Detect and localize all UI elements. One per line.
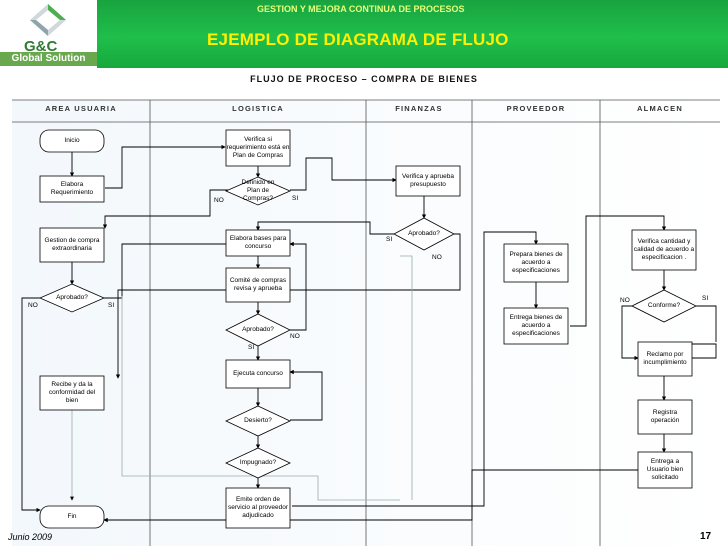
label-si: SI [702,295,709,302]
node-verifica-presupuesto: Verifica y aprueba presupuesto [401,173,455,188]
title-banner: GESTION Y MEJORA CONTINUA DE PROCESOS EJ… [97,0,728,68]
node-verifica-cantidad: Verifica cantidad y calidad de acuerdo a… [633,238,695,261]
process-box [225,267,291,303]
process-box [39,375,105,411]
lane-header-almacen: ALMACEN [637,104,683,113]
node-impugnado: Impugnado? [239,459,277,466]
node-entrega-usuario: Entrega a Usuario bien solicitado [646,458,684,481]
logo-name: G&C [24,38,58,55]
connector [289,241,307,331]
decision-diamond [225,176,291,206]
process-box [39,227,105,263]
start-terminator [39,129,105,153]
process-box [637,341,693,377]
lane-header-finanzas: FINANZAS [395,104,443,113]
decision-diamond [225,447,291,479]
process-box [637,399,693,435]
process-box [395,165,461,197]
process-box [225,129,291,167]
connector [255,221,396,235]
connector [21,297,41,513]
process-box [503,243,569,283]
decision-diamond [225,313,291,347]
node-emite-orden: Emite orden de servicio al proveedor adj… [228,496,288,519]
node-elabora-requerimiento: Elabora Requerimiento [50,181,94,196]
node-aprobado-finanzas: Aprobado? [408,230,440,237]
lane-header-area-usuaria: AREA USUARIA [45,104,117,113]
connector [115,233,461,379]
header: G&C Global Solution GESTION Y MEJORA CON… [0,0,728,72]
process-box [225,487,291,529]
process-box [225,359,291,389]
label-si: SI [108,302,115,309]
label-no: NO [432,254,442,261]
connector [289,369,323,421]
connector [104,241,231,299]
process-box [225,229,291,257]
node-inicio: Inicio [64,137,80,144]
label-no: NO [290,333,300,340]
process-box [637,451,693,489]
node-gestion-compra: Gestion de compra extraordinaria [44,237,100,252]
node-reclamo: Reclamo por incumplimiento [643,351,687,366]
node-conforme: Conforme? [647,302,681,309]
label-no: NO [28,302,38,309]
diagram-subtitle: FLUJO DE PROCESO – COMPRA DE BIENES [250,74,478,84]
decision-diamond [225,405,291,437]
node-registra-operacion: Registra operación [650,409,680,424]
node-ejecuta-concurso: Ejecuta concurso [233,370,283,377]
node-verifica-plan: Verifica si requerimiento está en Plan d… [226,136,290,159]
banner-top-text: GESTION Y MEJORA CONTINUA DE PROCESOS [257,4,465,14]
connector-faint [121,296,400,501]
lane-header-proveedor: PROVEEDOR [506,104,566,113]
label-si: SI [292,195,299,202]
label-si: SI [248,344,255,351]
node-desierto: Desierto? [244,417,272,424]
footer-date: Junio 2009 [8,532,53,542]
node-recibe-conformidad: Recibe y da la conformidad del bien [48,381,96,404]
connector [570,215,667,327]
connector [696,305,717,342]
company-logo: G&C Global Solution [0,0,97,68]
node-entrega-bienes: Entrega bienes de acuerdo a especificaci… [509,314,563,337]
page-number: 17 [700,531,712,542]
node-aprobado-logistica: Aprobado? [242,326,274,333]
node-elabora-bases: Elabora bases para concurso [229,235,287,250]
connector [621,305,639,361]
process-box [39,175,105,203]
node-aprobado-usuario: Aprobado? [56,294,88,301]
decision-diamond [39,283,105,313]
connector [292,231,539,507]
label-si: SI [386,236,393,243]
label-no: NO [214,197,224,204]
node-definido-plan: Definido en Plan de Compras? [241,179,275,202]
decision-diamond [631,289,697,323]
node-comite-compras: Comité de compras revisa y aprueba [229,277,287,292]
logo-diamond-icon [30,4,66,36]
page-title: EJEMPLO DE DIAGRAMA DE FLUJO [207,30,509,49]
connector-faint [400,255,413,500]
end-terminator [39,505,105,529]
connector [102,189,228,229]
process-box [631,229,697,271]
node-prepara-bienes: Prepara bienes de acuerdo a especificaci… [509,251,563,274]
process-box [503,307,569,345]
connector [105,144,226,189]
label-no: NO [620,297,630,304]
connector [290,157,397,191]
node-fin: Fin [67,513,77,520]
decision-diamond [393,217,455,251]
logo-tagline: Global Solution [0,52,97,66]
lane-header-logistica: LOGISTICA [232,104,284,113]
